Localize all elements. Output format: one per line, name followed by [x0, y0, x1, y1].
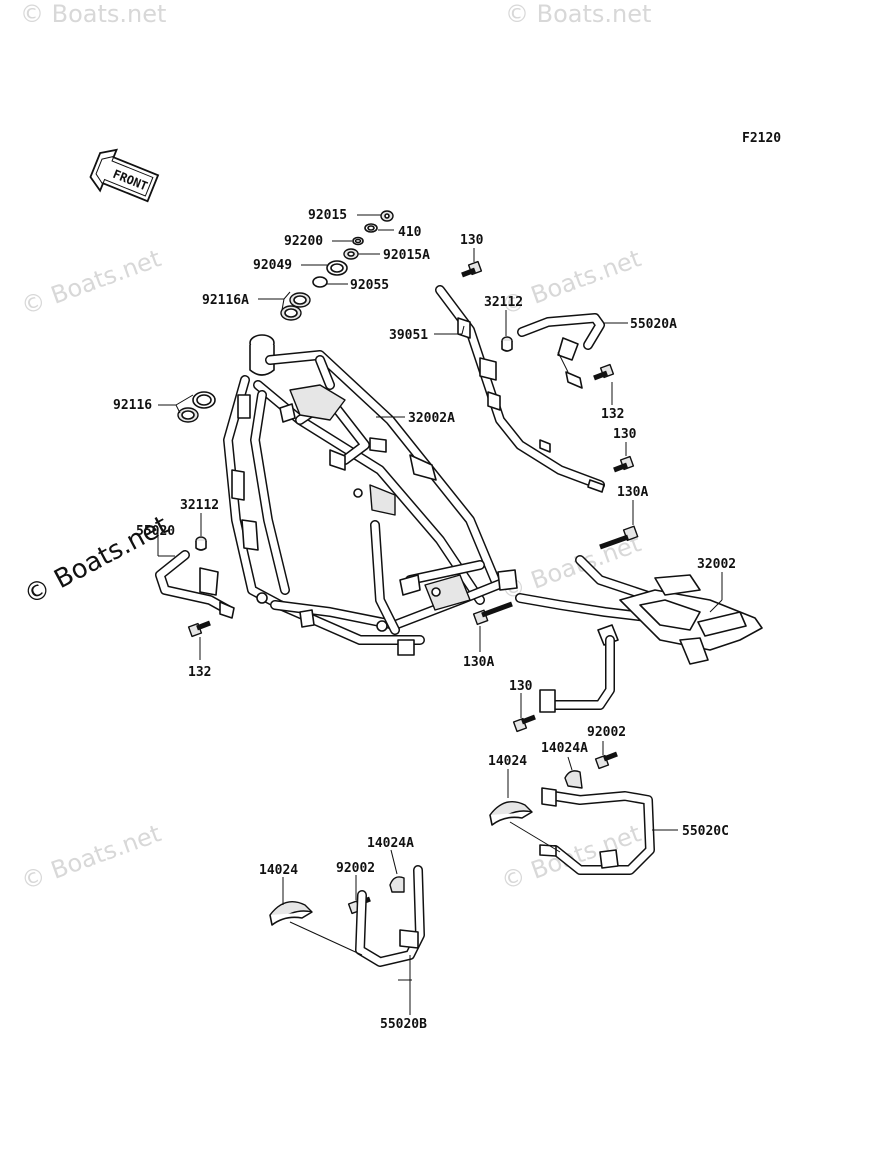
- clamp-14024A-right-icon: [564, 770, 583, 789]
- label-14024-left: 14024: [259, 863, 298, 878]
- label-130-mid: 130: [613, 427, 637, 442]
- part-410-washer-icon: [364, 223, 378, 233]
- label-410: 410: [398, 225, 422, 240]
- label-92015A: 92015A: [383, 248, 430, 263]
- label-14024A-left: 14024A: [367, 836, 414, 851]
- label-132-right: 132: [601, 407, 624, 422]
- clamp-14024-left-icon: [269, 901, 313, 926]
- label-92015: 92015: [308, 208, 347, 223]
- label-130A-right: 130A: [617, 485, 648, 500]
- bolt-130A-right-icon: [599, 525, 639, 550]
- bolt-130A-center-icon: [472, 601, 513, 626]
- guard-55020A: [517, 313, 605, 389]
- bolt-132-right-icon: [593, 363, 615, 381]
- part-32112-cap-icon: [195, 536, 207, 551]
- part-92116A-bearing-icon: [280, 292, 311, 321]
- watermark-text: © Boats.net: [505, 0, 651, 28]
- bolt-92002-right-icon: [594, 751, 618, 770]
- bolt-130-low-icon: [512, 714, 536, 733]
- label-55020A: 55020A: [630, 317, 677, 332]
- leader-lines: [157, 214, 723, 1015]
- label-14024A-right: 14024A: [541, 741, 588, 756]
- part-92200-washer-icon: [352, 236, 364, 246]
- label-92116: 92116: [113, 398, 152, 413]
- guard-55020: [155, 550, 235, 619]
- sub-frame-32002: [515, 555, 763, 713]
- part-92015A-nut-icon: [343, 248, 359, 260]
- label-132-left: 132: [188, 665, 211, 680]
- part-92049-seal-icon: [326, 260, 348, 276]
- clamp-14024A-left-icon: [389, 876, 405, 893]
- label-55020: 55020: [136, 524, 175, 539]
- diagram-code: F2120: [742, 131, 781, 146]
- label-39051: 39051: [389, 328, 428, 343]
- label-32112-top: 32112: [484, 295, 523, 310]
- watermarks: © Boats.net © Boats.net © Boats.net © Bo…: [17, 0, 651, 896]
- part-92055-oring-icon: [312, 276, 328, 288]
- label-130-top: 130: [460, 233, 484, 248]
- label-55020B: 55020B: [380, 1017, 427, 1032]
- guard-55020B: [355, 865, 425, 981]
- label-32002: 32002: [697, 557, 736, 572]
- bolt-130-top-icon: [461, 260, 483, 278]
- front-arrow-icon: FRONT: [89, 148, 160, 203]
- label-92055: 92055: [350, 278, 389, 293]
- bracket-39051: [435, 285, 605, 493]
- watermark-text: © Boats.net: [17, 819, 164, 895]
- label-130-low: 130: [509, 679, 533, 694]
- bolt-132-left-icon: [187, 620, 211, 638]
- guard-55020C: [539, 787, 655, 875]
- label-92200: 92200: [284, 234, 323, 249]
- label-92116A: 92116A: [202, 293, 249, 308]
- steering-head-parts: [177, 210, 394, 423]
- bolt-130-mid-icon: [613, 455, 635, 473]
- label-92049: 92049: [253, 258, 292, 273]
- label-92002-left: 92002: [336, 861, 375, 876]
- watermark-text: © Boats.net: [17, 244, 164, 320]
- label-130A-center: 130A: [463, 655, 494, 670]
- label-14024-right: 14024: [488, 754, 527, 769]
- label-32002A: 32002A: [408, 411, 455, 426]
- part-92015-nut-icon: [380, 210, 394, 222]
- clamp-14024-right-icon: [489, 801, 533, 826]
- watermark-text: © Boats.net: [20, 0, 166, 28]
- label-92002-right: 92002: [587, 725, 626, 740]
- part-labels: 92015 410 92200 92015A 92049 92055 92116…: [113, 208, 736, 1032]
- main-frame-32002A: [223, 334, 518, 656]
- label-55020C: 55020C: [682, 824, 729, 839]
- label-32112-left: 32112: [180, 498, 219, 513]
- part-32112-cap-icon: [501, 336, 513, 352]
- part-92116-bearing-icon: [177, 391, 216, 423]
